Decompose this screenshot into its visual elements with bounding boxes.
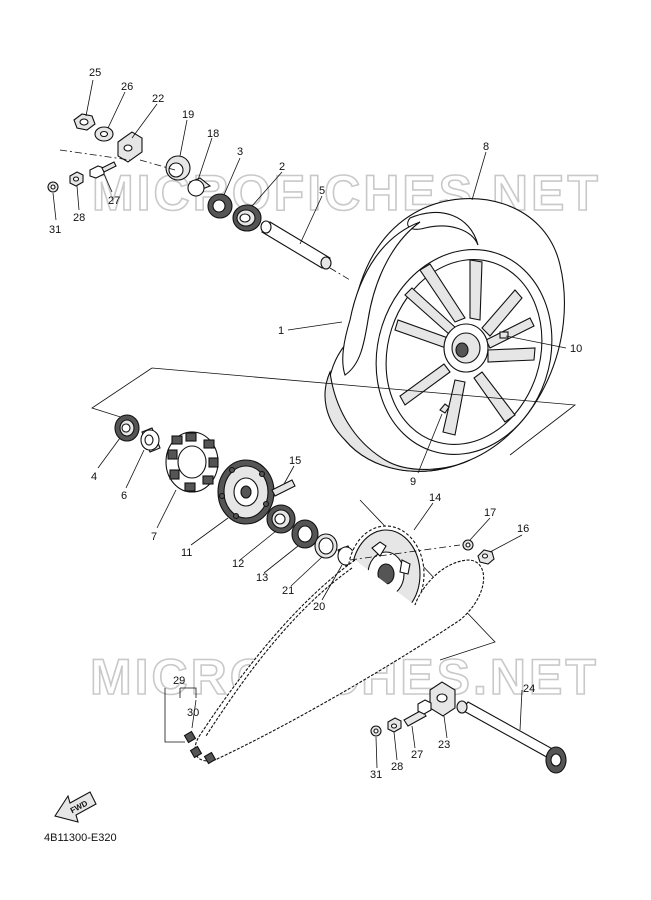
- part-24-wheel-axle: [456, 700, 567, 774]
- callout-8: 8: [483, 141, 489, 153]
- part-27-bolt-lower: [403, 699, 432, 727]
- callout-3: 3: [237, 146, 243, 158]
- callout-14: 14: [429, 492, 441, 504]
- callout-31-upper: 31: [49, 224, 61, 236]
- callout-17: 17: [484, 507, 496, 519]
- part-10-weight: [499, 331, 509, 339]
- part-16-nut: [477, 549, 495, 565]
- part-17-washer: [462, 539, 474, 551]
- forward-direction-indicator: FWD: [54, 791, 97, 823]
- part-26-washer: [94, 126, 114, 142]
- callout-28-lower: 28: [391, 761, 403, 773]
- part-27-bolt-upper: [89, 161, 117, 179]
- part-29-drive-chain: [183, 559, 485, 765]
- part-21-circlip: [314, 533, 338, 559]
- part-6-collar: [140, 427, 161, 453]
- callout-numbers: 25 26 22 19 18 3 2 5 8 31 28 27 1 10 9 4…: [49, 67, 582, 781]
- callout-24: 24: [523, 683, 535, 695]
- part-18-spacer: [187, 177, 212, 197]
- callout-16: 16: [517, 523, 529, 535]
- part-15-stud-bolt: [271, 479, 296, 497]
- callout-18: 18: [207, 128, 219, 140]
- axle-lower-group: [370, 681, 567, 774]
- axis-line-upper: [59, 149, 351, 281]
- callout-6: 6: [121, 490, 127, 502]
- callout-19: 19: [182, 109, 194, 121]
- callout-2: 2: [279, 161, 285, 173]
- part-31-washer-upper: [47, 181, 59, 193]
- callout-26: 26: [121, 81, 133, 93]
- callout-4: 4: [91, 471, 97, 483]
- part-31-washer-lower: [370, 725, 382, 737]
- part-30-chain-joint: [183, 730, 217, 765]
- callout-13: 13: [256, 572, 268, 584]
- axle-hardware-group: [47, 113, 351, 281]
- callout-27-lower: 27: [411, 749, 423, 761]
- part-1-wheel-assembly: [324, 198, 565, 472]
- callout-27-upper: 27: [108, 195, 120, 207]
- part-19-collar: [165, 155, 191, 181]
- callout-20: 20: [313, 601, 325, 613]
- part-28-nut-upper: [69, 171, 84, 187]
- callout-1: 1: [278, 325, 284, 337]
- part-13-oil-seal: [291, 519, 319, 549]
- callout-11: 11: [181, 547, 192, 559]
- axis-line-lower: [349, 544, 461, 561]
- part-9-valve: [439, 403, 450, 414]
- fwd-arrow-icon: [54, 791, 97, 823]
- callout-28-upper: 28: [73, 212, 85, 224]
- part-11-clutch-hub: [217, 459, 275, 525]
- callout-15: 15: [289, 455, 301, 467]
- part-22-chain-puller: [117, 131, 143, 163]
- leader-lines: [52, 79, 567, 769]
- part-5-spacer-tube: [260, 220, 332, 270]
- callout-23: 23: [438, 739, 450, 751]
- callout-7: 7: [151, 531, 157, 543]
- callout-22: 22: [152, 93, 164, 105]
- callout-5: 5: [319, 185, 325, 197]
- part-2-bearing: [232, 204, 262, 232]
- diagram-code: 4B11300-E320: [44, 832, 117, 844]
- callout-9: 9: [410, 476, 416, 488]
- wheel-spokes: [394, 259, 536, 436]
- callout-31-lower: 31: [370, 769, 382, 781]
- part-25-nut: [73, 113, 96, 131]
- part-7-damper: [165, 431, 219, 493]
- part-4-bearing: [114, 414, 140, 442]
- callout-10: 10: [570, 343, 582, 355]
- part-23-chain-puller: [429, 681, 456, 717]
- callout-30: 30: [187, 707, 199, 719]
- callout-21: 21: [282, 585, 294, 597]
- callout-29: 29: [173, 675, 185, 687]
- part-28-nut-lower: [387, 717, 402, 733]
- callout-25: 25: [89, 67, 101, 79]
- part-3-bearing: [207, 193, 233, 219]
- callout-12: 12: [232, 558, 244, 570]
- part-12-bearing: [266, 504, 296, 534]
